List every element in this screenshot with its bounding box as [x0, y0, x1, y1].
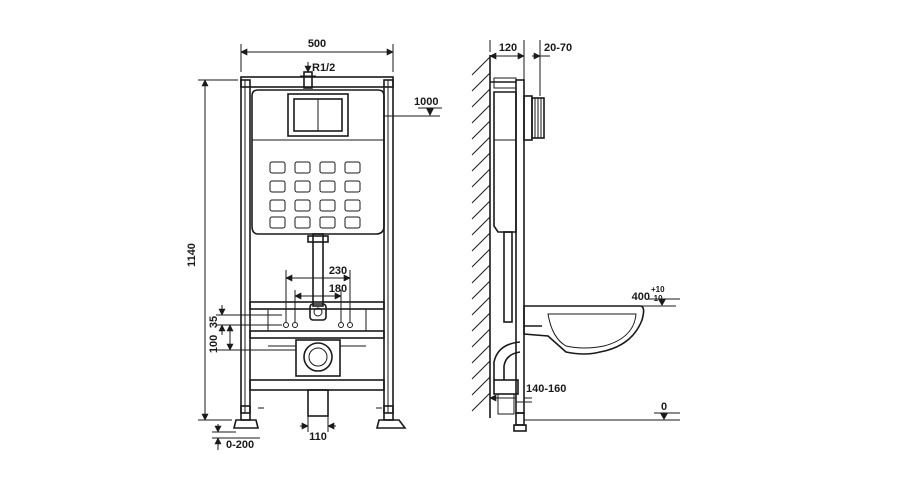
foot-adjust-label: 0-200 — [226, 439, 254, 451]
side-cistern — [493, 91, 517, 233]
upper-bracket-rail — [249, 301, 385, 310]
side-flush-plate — [523, 95, 533, 141]
top-rail — [240, 76, 394, 88]
bolt-outer-label: 230 — [329, 265, 347, 277]
inlet-label: R1/2 — [312, 62, 335, 74]
cistern-recess-grid — [269, 161, 361, 229]
side-view: 120 20-70 400 +10 -10 140-160 0 — [471, 40, 680, 432]
flush-pipe — [312, 233, 324, 307]
bolt-hole — [338, 322, 344, 328]
bowl-height-tolerance-minus: -10 — [651, 294, 663, 303]
bowl-height-label: 400 — [632, 291, 650, 303]
side-frame-post — [515, 79, 525, 414]
drain-size-label: 110 — [309, 431, 327, 443]
drain-offset-label: 140-160 — [526, 383, 566, 395]
height-dimension-label: 1140 — [186, 243, 198, 267]
bolt-hole — [283, 322, 289, 328]
cistern — [251, 89, 385, 235]
water-inlet — [303, 71, 313, 89]
cover-label: 20-70 — [544, 42, 572, 54]
flush-plate — [287, 93, 349, 137]
bolt-inner-label: 180 — [329, 283, 347, 295]
bowl-inner — [547, 313, 637, 349]
left-foot — [232, 419, 260, 429]
width-dimension-label: 500 — [308, 38, 326, 50]
bolt-hole — [292, 322, 298, 328]
toilet-bowl — [523, 305, 645, 355]
offset-small-label: 35 — [208, 316, 220, 328]
offset-large-label: 100 — [208, 335, 220, 353]
lower-bracket-rail — [249, 330, 385, 339]
bolt-hole — [347, 322, 353, 328]
right-foot — [375, 419, 407, 429]
wall-hatching — [471, 56, 491, 412]
bowl-height-tolerance-plus: +10 — [651, 285, 665, 294]
drain-pipe — [307, 389, 329, 417]
drain-outlet — [303, 342, 333, 372]
floor-label: 0 — [661, 401, 667, 413]
front-view: 500 R1/2 1000 1140 230 180 35 100 — [186, 38, 442, 451]
depth-label: 120 — [499, 42, 517, 54]
side-drain-elbow — [493, 341, 521, 380]
bowl-height-value: 400 — [632, 291, 650, 303]
flush-connector — [309, 303, 327, 321]
button-height-label: 1000 — [414, 96, 438, 108]
bottom-rail — [249, 379, 385, 391]
side-foot — [513, 424, 527, 432]
drain-housing — [295, 339, 341, 377]
side-flush-pipe — [503, 231, 513, 323]
